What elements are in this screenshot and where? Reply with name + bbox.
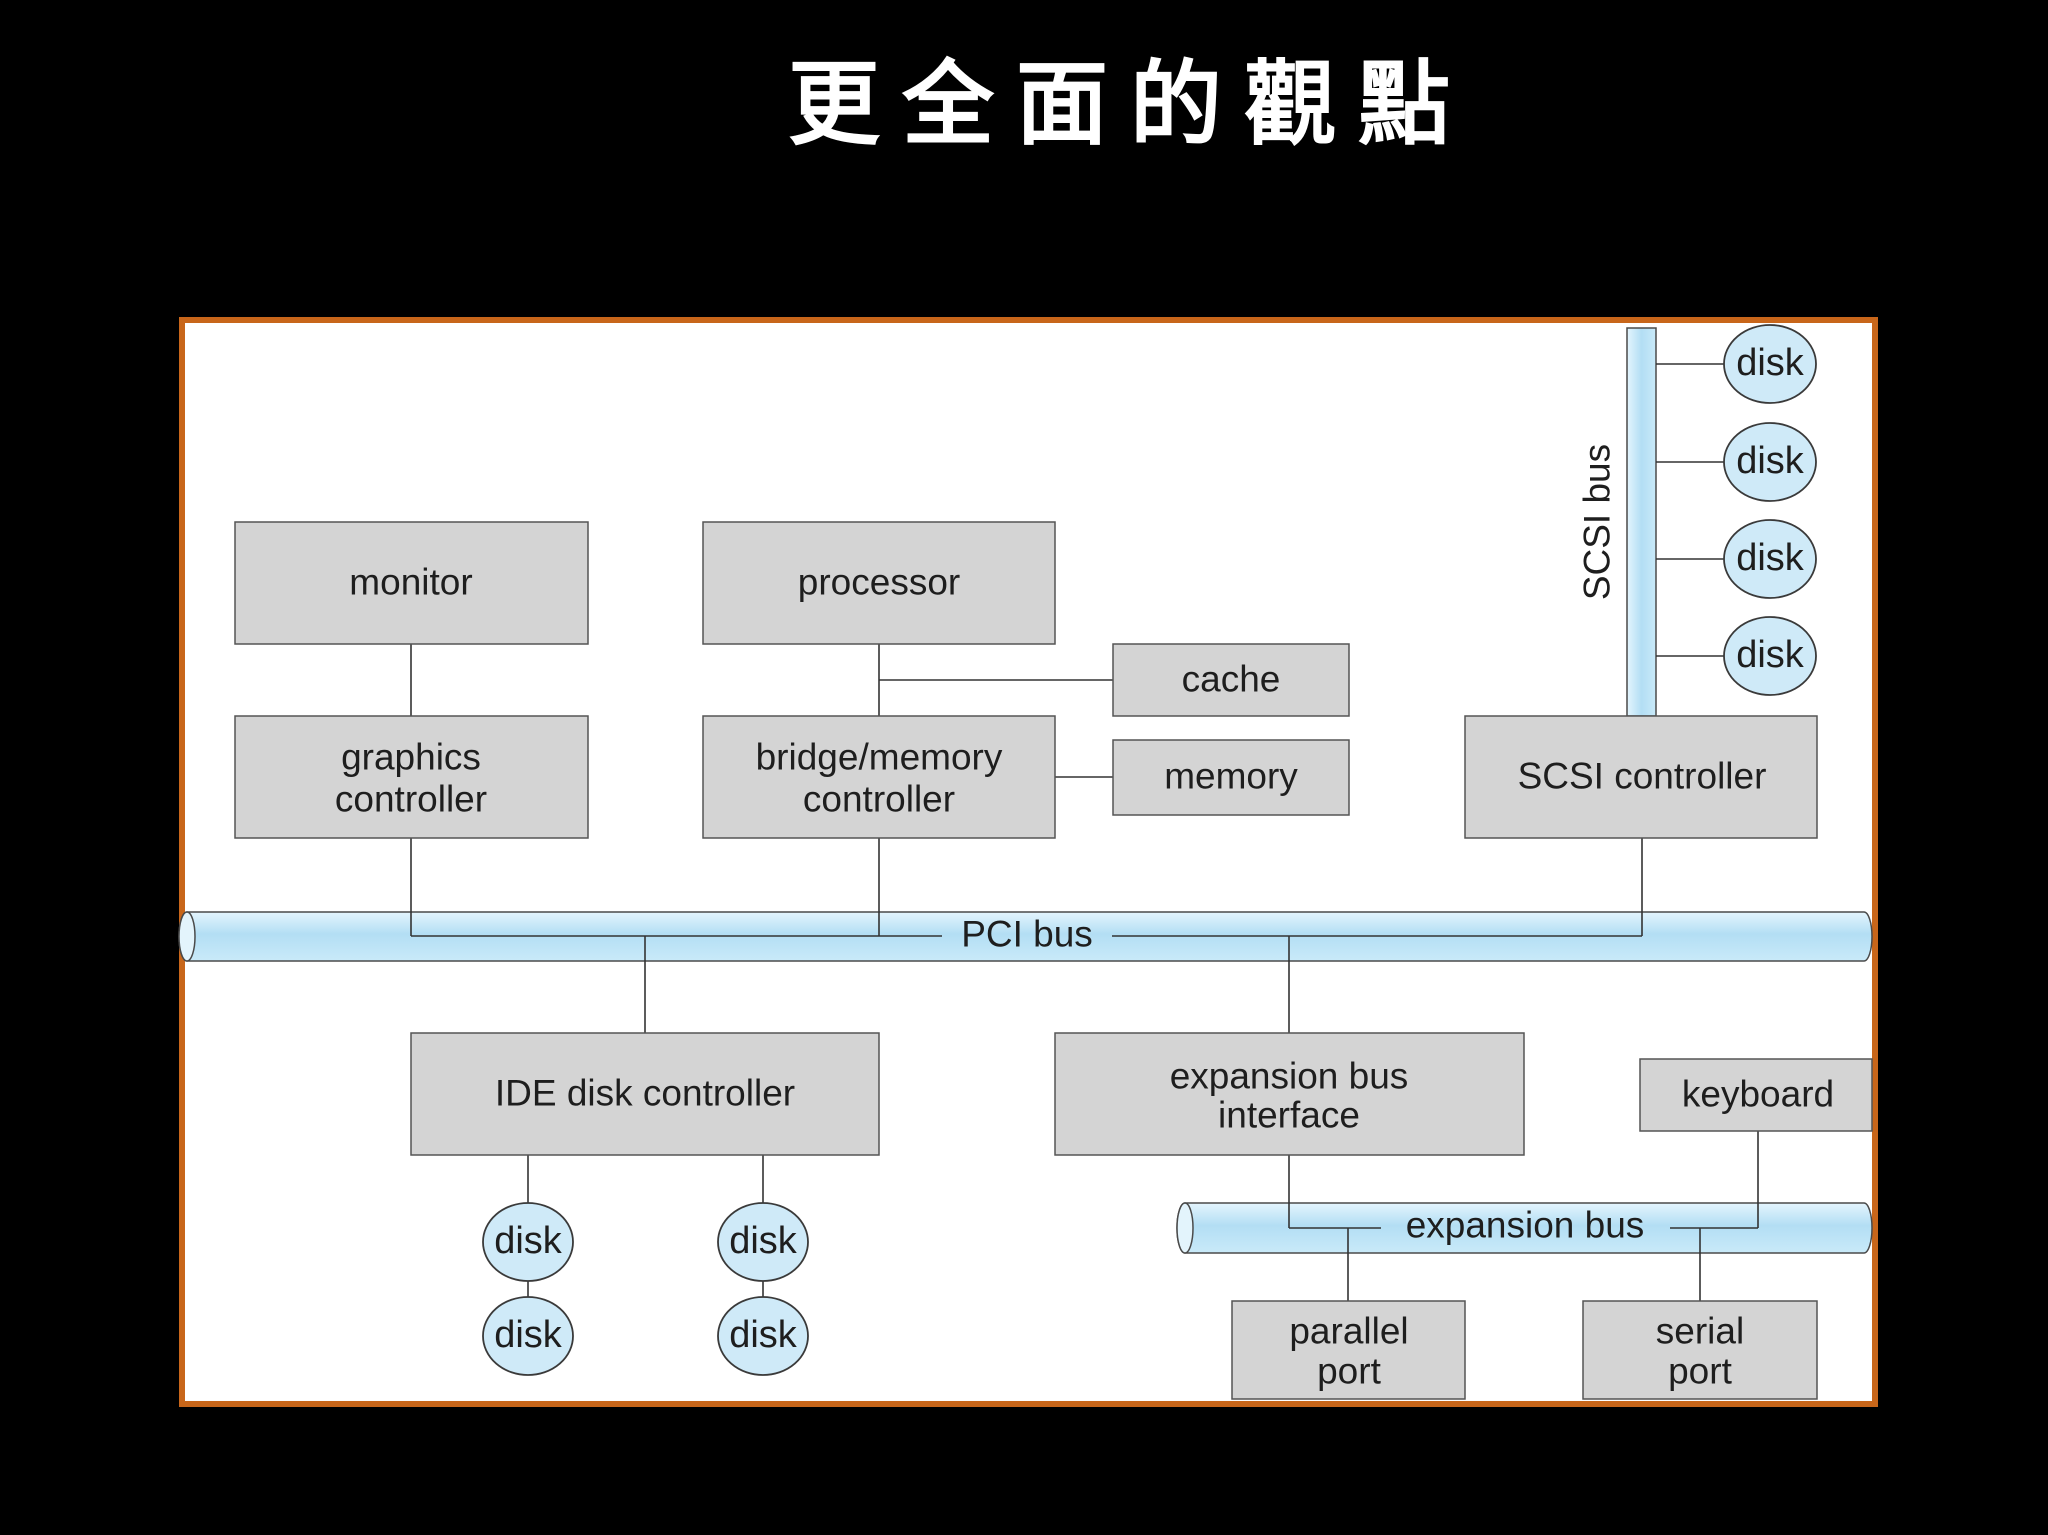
scsi-bus-label: SCSI bus	[1577, 444, 1618, 600]
scsi-controller-box: SCSI controller	[1464, 715, 1818, 839]
ide-disk-3-label: disk	[729, 1220, 798, 1262]
monitor-box-frame	[234, 521, 589, 645]
connector-wires	[410, 363, 1759, 1301]
scsi-disk-1-shape	[1723, 324, 1817, 404]
scsi-disk-1: disk	[1723, 324, 1817, 404]
cache-box: cache	[1112, 643, 1350, 717]
scsi-disk-1-label: disk	[1736, 342, 1805, 384]
scsi-disk-4-label: disk	[1736, 634, 1805, 676]
serial-port-box: serial port	[1582, 1300, 1818, 1400]
processor-box: processor	[702, 521, 1056, 645]
cache-label: cache	[1182, 659, 1281, 700]
parallel-port-box: parallel port	[1231, 1300, 1466, 1400]
pci-bus-end-cap	[178, 911, 196, 962]
expansion-bus-label: expansion bus	[1406, 1205, 1645, 1246]
pci-bus-label: PCI bus	[961, 914, 1093, 955]
processor-box-frame	[702, 521, 1056, 645]
ide-disk-1-shape	[482, 1202, 574, 1282]
cache-box-frame	[1112, 643, 1350, 717]
slide-title: 更全面的觀點	[787, 50, 1473, 158]
expansion-bus	[1176, 1202, 1873, 1254]
ide-disk-4-shape	[717, 1296, 809, 1376]
scsi-disk-2-shape	[1723, 422, 1817, 502]
graphics-controller-label-line-2: controller	[335, 779, 487, 820]
bridge-memory-controller-box: bridge/memory controller	[702, 715, 1056, 839]
scsi-controller-label: SCSI controller	[1518, 756, 1767, 797]
keyboard-label: keyboard	[1682, 1074, 1834, 1115]
ide-disk-controller-box-frame	[410, 1032, 880, 1156]
pci-bus	[178, 911, 1873, 962]
graphics-controller-box: graphics controller	[234, 715, 589, 839]
ide-disk-4-label: disk	[729, 1314, 798, 1356]
scsi-disk-4-shape	[1723, 616, 1817, 696]
scsi-controller-box-frame	[1464, 715, 1818, 839]
memory-box: memory	[1112, 739, 1350, 816]
expansion-bus-interface-box: expansion bus interface	[1054, 1032, 1525, 1156]
keyboard-box-frame	[1639, 1058, 1873, 1132]
serial-port-label-line-1: serial	[1656, 1311, 1744, 1352]
expansion-bus-interface-box-frame	[1054, 1032, 1525, 1156]
serial-port-box-frame	[1582, 1300, 1818, 1400]
scsi-disk-2-label: disk	[1736, 440, 1805, 482]
scsi-disk-3: disk	[1723, 519, 1817, 599]
memory-box-frame	[1112, 739, 1350, 816]
ide-disk-3-shape	[717, 1202, 809, 1282]
scsi-bus	[1626, 327, 1657, 717]
parallel-port-label-line-1: parallel	[1289, 1311, 1408, 1352]
ide-disk-2: disk	[482, 1296, 574, 1376]
ide-disk-4: disk	[717, 1296, 809, 1376]
serial-port-label-line-2: port	[1668, 1351, 1732, 1392]
scsi-disk-3-shape	[1723, 519, 1817, 599]
ide-disk-3: disk	[717, 1202, 809, 1282]
bridge-memory-controller-label-line-2: controller	[803, 779, 955, 820]
ide-disk-1: disk	[482, 1202, 574, 1282]
expansion-bus-interface-label-line-2: interface	[1218, 1095, 1360, 1136]
scsi-disk-4: disk	[1723, 616, 1817, 696]
monitor-label: monitor	[349, 562, 472, 603]
ide-disk-controller-label: IDE disk controller	[495, 1073, 795, 1114]
bridge-memory-controller-label-line-1: bridge/memory	[756, 737, 1003, 778]
graphics-controller-box-frame	[234, 715, 589, 839]
parallel-port-box-frame	[1231, 1300, 1466, 1400]
scsi-disk-3-label: disk	[1736, 537, 1805, 579]
ide-disk-2-shape	[482, 1296, 574, 1376]
keyboard-box: keyboard	[1639, 1058, 1873, 1132]
ide-disk-2-label: disk	[494, 1314, 563, 1356]
parallel-port-label-line-2: port	[1317, 1351, 1381, 1392]
processor-label: processor	[798, 562, 960, 603]
expansion-bus-interface-label-line-1: expansion bus	[1170, 1056, 1409, 1097]
memory-label: memory	[1164, 756, 1298, 797]
bridge-memory-controller-box-frame	[702, 715, 1056, 839]
monitor-box: monitor	[234, 521, 589, 645]
scsi-disk-2: disk	[1723, 422, 1817, 502]
ide-disk-controller-box: IDE disk controller	[410, 1032, 880, 1156]
expansion-bus-end-cap	[1176, 1202, 1194, 1254]
graphics-controller-label-line-1: graphics	[341, 737, 481, 778]
ide-disk-1-label: disk	[494, 1220, 563, 1262]
